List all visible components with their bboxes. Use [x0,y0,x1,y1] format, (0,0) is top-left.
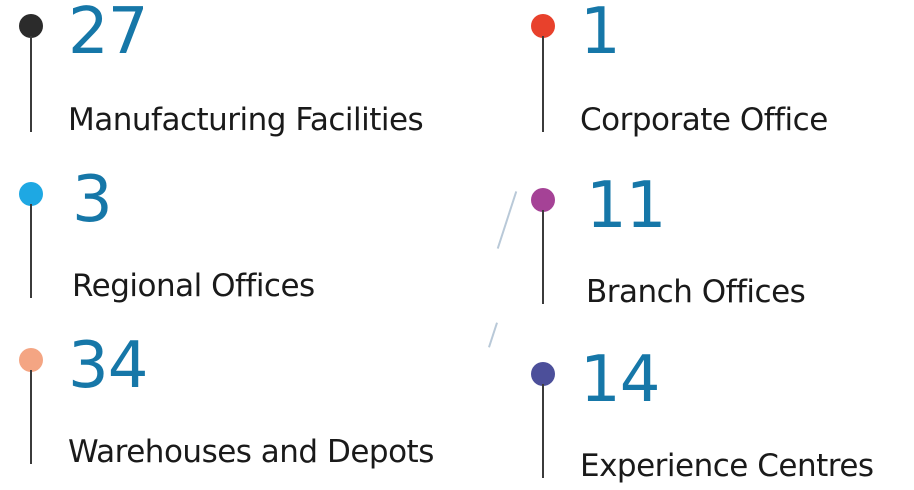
stat-label: Warehouses and Depots [68,434,434,470]
pin-head [531,14,555,38]
pin-stem [30,204,32,298]
pin-head [19,182,43,206]
stat-label: Regional Offices [72,268,315,304]
pin-stem [30,370,32,464]
pin-stem [542,210,544,304]
stat-value: 27 [68,0,148,69]
stat-value: 3 [72,163,113,237]
pin-head [19,348,43,372]
decorative-divider [488,322,498,348]
pin-head [19,14,43,38]
pin-stem [30,36,32,132]
stat-value: 14 [580,343,660,417]
stat-value: 1 [580,0,621,69]
stat-value: 11 [586,169,666,243]
pin-stem [542,384,544,478]
stat-value: 34 [68,329,148,403]
pin-head [531,362,555,386]
stat-label: Experience Centres [580,448,874,484]
decorative-divider [496,191,518,249]
stat-label: Manufacturing Facilities [68,102,424,138]
pin-head [531,188,555,212]
pin-stem [542,36,544,132]
stat-label: Branch Offices [586,274,806,310]
stat-label: Corporate Office [580,102,828,138]
